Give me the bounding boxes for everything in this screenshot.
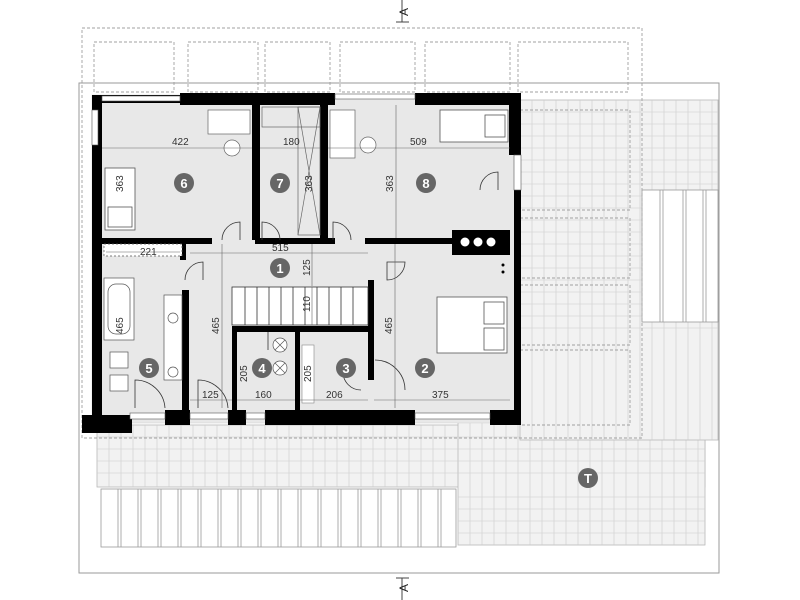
room-badge-T: T: [578, 468, 598, 488]
dim-hall-width: 515: [272, 243, 289, 254]
bed-room-8: [439, 109, 509, 143]
room-badge-5: 5: [139, 358, 159, 378]
svg-text:5: 5: [145, 361, 152, 376]
bed-room-6: [104, 167, 136, 231]
staircase: [231, 286, 369, 326]
room-badge-4: 4: [252, 358, 272, 378]
svg-text:4: 4: [258, 361, 266, 376]
room-badge-7: 7: [270, 173, 290, 193]
dim-room2-depth: 465: [384, 317, 395, 334]
dim-room6-width: 422: [172, 137, 189, 148]
svg-text:1: 1: [276, 261, 283, 276]
svg-text:7: 7: [276, 176, 283, 191]
dim-room6-depth: 363: [115, 175, 126, 192]
dimension-labels: 422 180 509 363 363 363 221 515 125 110 …: [115, 137, 449, 401]
pergola-right: [641, 189, 719, 323]
walls: [82, 93, 521, 433]
dim-room4-depth: 205: [239, 365, 250, 382]
stove: [459, 236, 505, 274]
bed-room-2: [436, 296, 508, 354]
room-badge-6: 6: [174, 173, 194, 193]
dim-room5-depth: 465: [115, 317, 126, 334]
dim-room5-width: 221: [140, 247, 157, 258]
room-badge-2: 2: [415, 358, 435, 378]
dim-room5-bottom: 125: [202, 390, 219, 401]
desks: [207, 109, 377, 159]
door-swings: [134, 171, 499, 409]
dim-room3-width: 206: [326, 390, 343, 401]
svg-text:2: 2: [421, 361, 428, 376]
dim-room4-width: 160: [255, 390, 272, 401]
section-label-bottom: A: [397, 584, 411, 592]
bathroom-fixtures: [103, 243, 183, 392]
room-badge-8: 8: [416, 173, 436, 193]
dim-room7-depth: 363: [304, 175, 315, 192]
room-badge-1: 1: [270, 258, 290, 278]
room-3-shelves: [301, 344, 315, 404]
svg-text:6: 6: [180, 176, 187, 191]
windows: [91, 93, 522, 420]
svg-text:T: T: [584, 471, 592, 486]
wardrobe-7: [261, 106, 321, 236]
room-badges: 6 7 8 1 5 4 3 2 T: [139, 173, 598, 488]
dim-room2-width: 375: [432, 390, 449, 401]
dim-room3-depth: 205: [303, 365, 314, 382]
pergola-bottom: [100, 488, 457, 548]
svg-text:3: 3: [342, 361, 349, 376]
section-label-top: A: [397, 8, 411, 16]
section-mark-bottom: A: [396, 577, 411, 600]
section-mark-top: A: [396, 0, 411, 23]
dimension-lines: [102, 105, 510, 408]
site-outline: [78, 82, 720, 574]
svg-text:8: 8: [422, 176, 429, 191]
dim-hall-left-depth: 465: [211, 317, 222, 334]
dim-stair-depth: 110: [302, 296, 313, 312]
dim-room8-depth: 363: [385, 175, 396, 192]
dim-room8-width: 509: [410, 137, 427, 148]
dim-room7-width: 180: [283, 137, 300, 148]
wc-fixtures: [272, 337, 288, 376]
room-badge-3: 3: [336, 358, 356, 378]
dim-hall-depth: 125: [302, 259, 313, 276]
